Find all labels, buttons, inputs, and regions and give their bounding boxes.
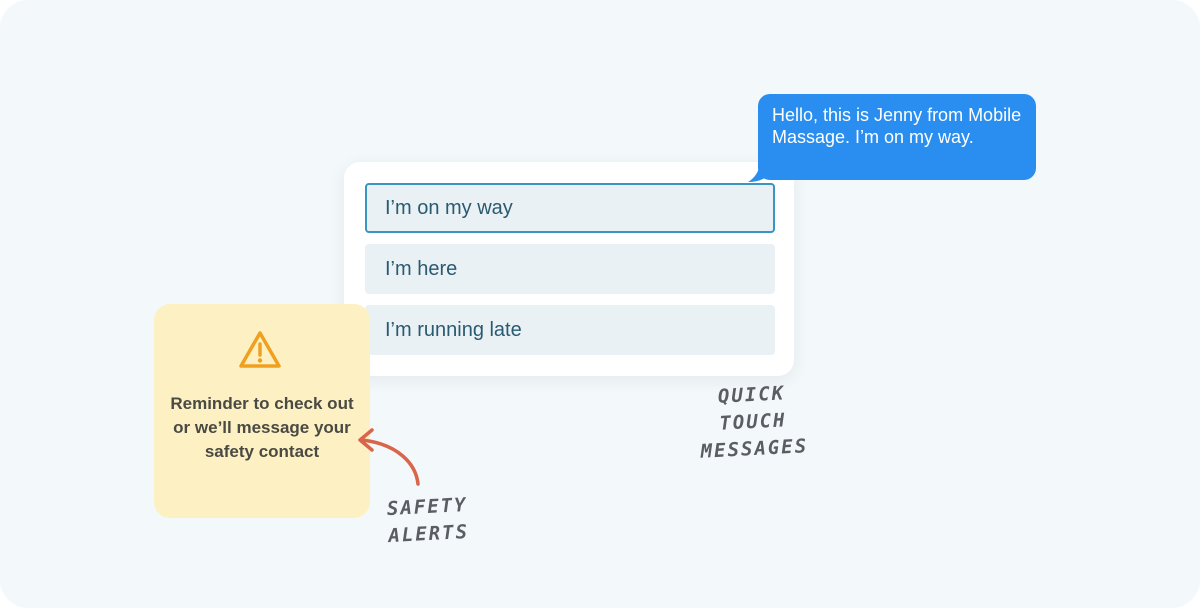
chat-bubble: Hello, this is Jenny from Mobile Massage… <box>758 94 1036 180</box>
quick-message-option-on-my-way[interactable]: I’m on my way <box>365 183 775 233</box>
quick-message-option-here[interactable]: I’m here <box>365 244 775 294</box>
quick-message-label: I’m running late <box>385 318 522 341</box>
quick-message-option-running-late[interactable]: I’m running late <box>365 305 775 355</box>
safety-alert-card: Reminder to check out or we’ll message y… <box>154 304 370 518</box>
curved-arrow-icon <box>358 428 420 486</box>
annotation-line: MESSAGES <box>700 435 809 463</box>
safety-alert-text: Reminder to check out or we’ll message y… <box>170 394 354 461</box>
chat-bubble-text: Hello, this is Jenny from Mobile Massage… <box>772 105 1022 147</box>
quick-messages-card: I’m on my way I’m here I’m running late <box>344 162 794 376</box>
quick-message-label: I’m here <box>385 257 458 280</box>
safety-alerts-annotation: SAFETY ALERTS <box>379 492 478 551</box>
quick-touch-messages-annotation: QUICK TOUCH MESSAGES <box>692 379 814 466</box>
annotation-line: ALERTS <box>387 520 470 548</box>
warning-icon <box>239 331 281 368</box>
quick-message-label: I’m on my way <box>385 196 513 219</box>
